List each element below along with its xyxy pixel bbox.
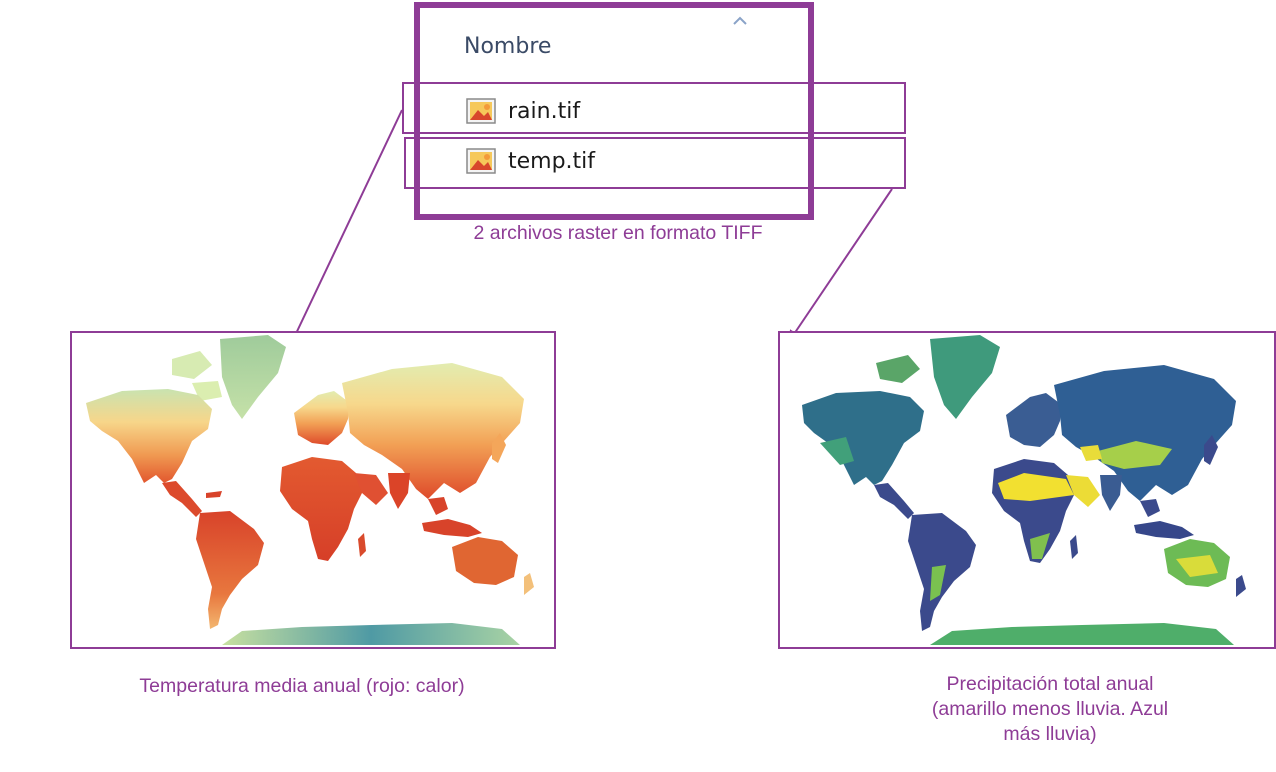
precipitation-map-frame (778, 331, 1276, 649)
arrow-temp-to-precipitation-map (788, 188, 893, 343)
sort-ascending-icon[interactable] (732, 16, 748, 26)
explorer-caption: 2 archivos raster en formato TIFF (473, 222, 763, 244)
precipitation-map (802, 335, 1246, 645)
precipitation-map-caption: Precipitación total anual (amarillo meno… (860, 672, 1240, 747)
highlight-box-temp (404, 137, 906, 189)
file-row-rain[interactable]: rain.tif (466, 94, 580, 128)
file-row-temp[interactable]: temp.tif (466, 144, 595, 178)
temperature-map (86, 335, 534, 645)
caption-line: Precipitación total anual (946, 673, 1154, 695)
raster-image-icon (466, 98, 496, 124)
arrow-rain-to-temperature-map (290, 109, 403, 345)
caption-line: más lluvia) (1003, 723, 1097, 745)
column-header-name[interactable]: Nombre (464, 34, 552, 59)
file-name: temp.tif (508, 148, 596, 174)
raster-image-icon (466, 148, 496, 174)
temperature-map-caption: Temperatura media anual (rojo: calor) (139, 675, 465, 697)
temperature-map-frame (70, 331, 556, 649)
highlight-box-rain (402, 82, 906, 134)
caption-line: (amarillo menos lluvia. Azul (931, 698, 1169, 720)
file-explorer-panel: Nombre rain.tif temp.tif (414, 2, 814, 220)
file-name: rain.tif (508, 98, 581, 124)
